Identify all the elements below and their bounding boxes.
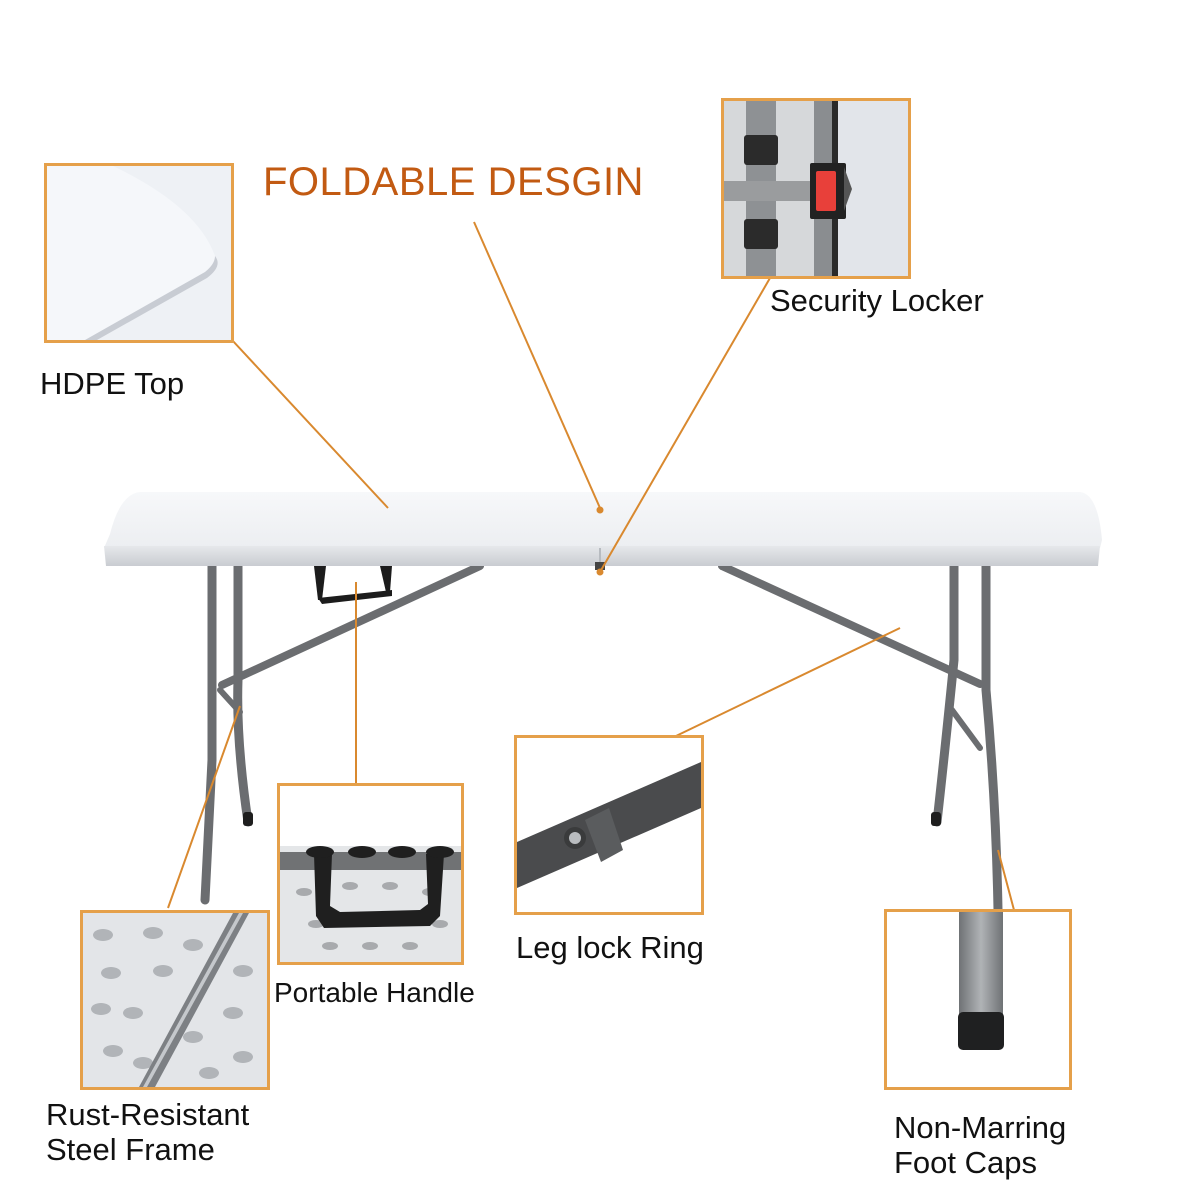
red-lock-button <box>816 171 836 211</box>
callout-dot <box>596 568 604 576</box>
steel-frame-label-line1: Rust-Resistant <box>46 1097 250 1132</box>
portable-handle-inset <box>277 783 464 965</box>
security-locker-image <box>724 101 908 276</box>
foot-cap <box>931 812 941 826</box>
leg-lock-ring-inset <box>514 735 704 915</box>
portable-handle-image <box>280 786 461 962</box>
steel-frame <box>200 561 1003 915</box>
portable-handle-label: Portable Handle <box>274 977 475 1008</box>
tabletop-corner-image <box>47 166 231 340</box>
center-latch <box>595 562 605 570</box>
security-locker-label: Security Locker <box>770 283 984 318</box>
foot-cap <box>243 812 253 826</box>
diagram-title: FOLDABLE DESGIN <box>263 160 644 204</box>
hdpe-top-inset <box>44 163 234 343</box>
tabletop <box>104 492 1102 548</box>
foot-caps-label-line1: Non-Marring <box>894 1110 1067 1145</box>
leg-lock-ring-label: Leg lock Ring <box>516 930 704 965</box>
callout-lines <box>167 221 1015 911</box>
foot-caps-inset <box>884 909 1072 1090</box>
security-locker-inset <box>721 98 911 279</box>
steel-frame-inset <box>80 910 270 1090</box>
steel-frame-label-line2: Steel Frame <box>46 1132 215 1167</box>
tabletop-edge <box>104 546 1100 566</box>
rubber-cap <box>958 1012 1004 1050</box>
hdpe-top-label: HDPE Top <box>40 366 185 401</box>
carry-handle <box>314 566 392 604</box>
steel-frame-image <box>83 913 267 1087</box>
steel-frame-label: Rust-Resistant Steel Frame <box>46 1097 249 1167</box>
leg-lock-ring-image <box>517 738 701 912</box>
callout-dot <box>596 506 604 514</box>
foot-caps-label: Non-Marring Foot Caps <box>894 1110 1066 1180</box>
foot-cap-image <box>887 912 1069 1087</box>
foot-caps-label-line2: Foot Caps <box>894 1145 1038 1180</box>
